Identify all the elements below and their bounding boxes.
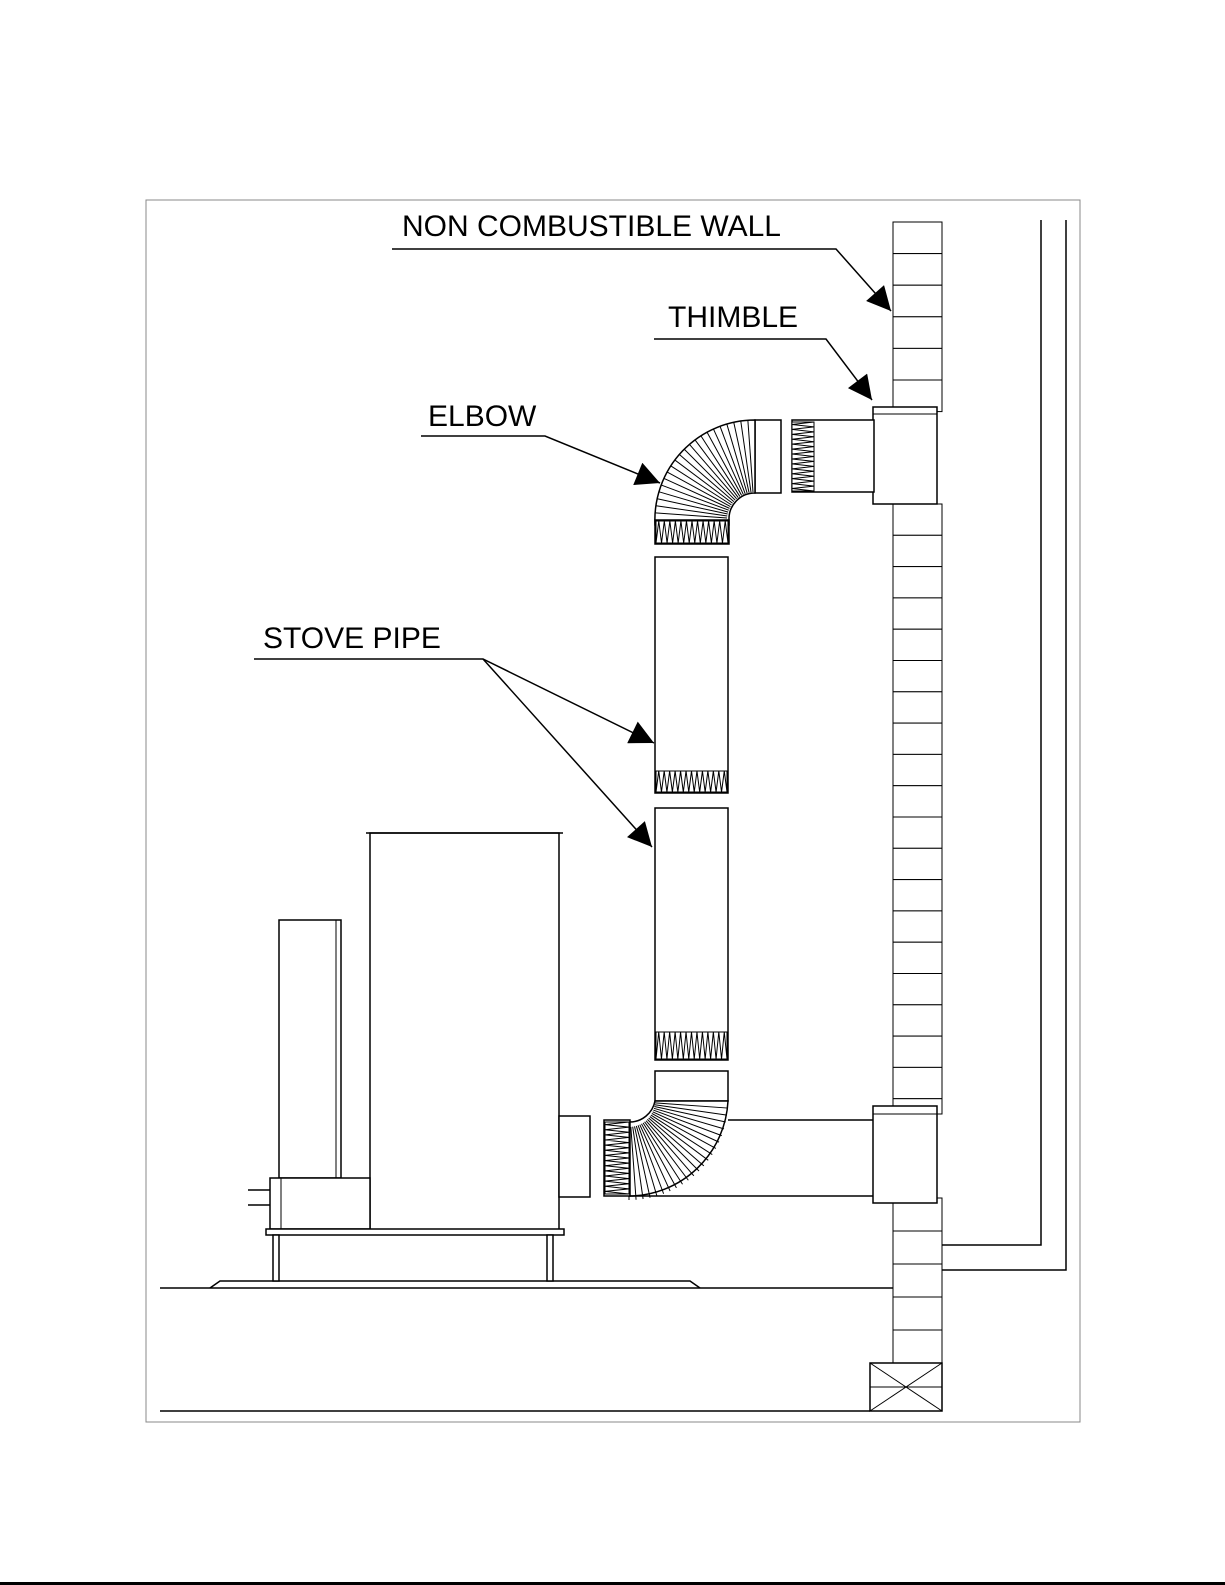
- sill-plate: [870, 1363, 942, 1411]
- callout-thimble: THIMBLE: [654, 301, 872, 400]
- wall-block: [893, 1067, 942, 1098]
- label-stove-pipe: STOVE PIPE: [263, 622, 441, 655]
- wall-block: [893, 942, 942, 973]
- floor: [160, 1281, 893, 1411]
- wall-block: [893, 911, 942, 942]
- wall-block: [893, 254, 942, 286]
- wall-block: [893, 1330, 942, 1363]
- thimble-upper: [873, 407, 937, 504]
- wall-block: [893, 786, 942, 817]
- wall-block: [893, 880, 942, 911]
- pipe-upper-horizontal: [792, 420, 874, 492]
- wall-block: [893, 692, 942, 723]
- callout-elbow: ELBOW: [421, 400, 660, 483]
- label-elbow: ELBOW: [428, 400, 537, 433]
- wall-block: [893, 222, 942, 254]
- wall-block: [893, 317, 942, 349]
- wall-block: [893, 504, 942, 535]
- stove: [248, 833, 590, 1281]
- elbow-lower: [604, 1071, 728, 1200]
- wall-block: [893, 1231, 942, 1264]
- label-thimble: THIMBLE: [668, 301, 798, 334]
- wall-block: [893, 567, 942, 598]
- wall-block: [893, 723, 942, 754]
- stove-pipe-section-lower: [655, 808, 728, 1060]
- wall-block: [893, 754, 942, 785]
- wall-block: [893, 348, 942, 380]
- wall-block: [893, 1005, 942, 1036]
- exterior-wall-lines: [942, 220, 1066, 1270]
- label-wall: NON COMBUSTIBLE WALL: [402, 210, 781, 243]
- wall-block: [893, 535, 942, 566]
- wall-block: [893, 285, 942, 317]
- wall-block: [893, 629, 942, 660]
- wall-block: [893, 598, 942, 629]
- thimble-lower: [873, 1106, 937, 1203]
- elbow-upper: [655, 420, 781, 544]
- stove-pipe-section-upper: [655, 557, 728, 793]
- wall-block: [893, 848, 942, 879]
- callout-stove-pipe: STOVE PIPE: [254, 622, 654, 847]
- wall-block: [893, 1264, 942, 1297]
- wall-block: [893, 1297, 942, 1330]
- wall-block: [893, 1036, 942, 1067]
- wall-block: [893, 817, 942, 848]
- callout-wall: NON COMBUSTIBLE WALL: [392, 210, 891, 311]
- wall-block: [893, 661, 942, 692]
- wall-block: [893, 974, 942, 1005]
